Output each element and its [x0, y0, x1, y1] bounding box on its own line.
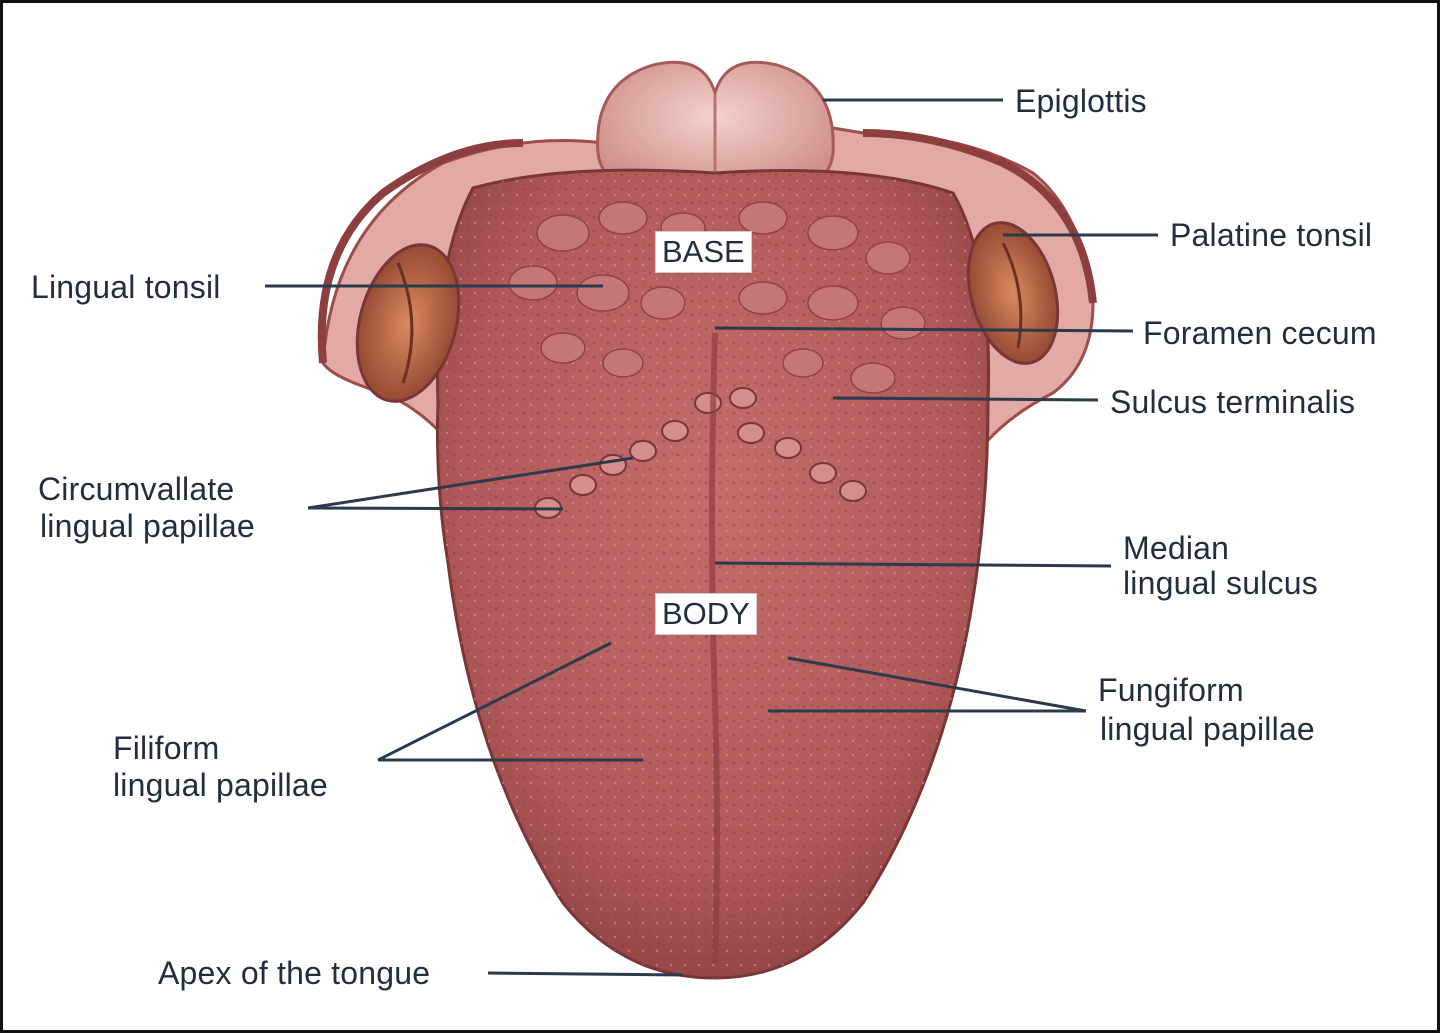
- label-fungiform-line1: Fungiform: [1098, 672, 1244, 708]
- label-sulcus-terminalis: Sulcus terminalis: [1110, 384, 1356, 420]
- leader-sulcus-terminalis: [832, 396, 1099, 402]
- leader-median-sulcus: [714, 561, 1112, 568]
- leader-fungiform-a: [787, 656, 1087, 713]
- right-fold-outer: [862, 129, 1097, 304]
- label-filiform-line1: Filiform: [113, 730, 220, 766]
- label-circumvallate-line1: Circumvallate: [38, 471, 235, 507]
- median-sulcus-groove: [709, 332, 720, 964]
- palatine-tonsil-right: [966, 221, 1060, 365]
- leader-circumvallate-b: [307, 506, 564, 511]
- label-epiglottis: Epiglottis: [1015, 83, 1147, 119]
- label-lingual-tonsil: Lingual tonsil: [31, 269, 221, 305]
- label-apex: Apex of the tongue: [158, 955, 431, 991]
- palatine-tonsil-left: [355, 243, 461, 403]
- label-fungiform-line2: lingual papillae: [1100, 711, 1315, 747]
- label-median-line1: Median: [1123, 530, 1230, 566]
- leader-circumvallate-a: [307, 456, 634, 510]
- leader-foramen-cecum: [714, 326, 1134, 333]
- label-filiform-line2: lingual papillae: [113, 767, 328, 803]
- leader-lines: [265, 98, 1158, 977]
- tongue-illustration: [265, 60, 1158, 980]
- leader-apex: [487, 971, 684, 977]
- label-circumvallate-line2: lingual papillae: [40, 508, 255, 544]
- region-body-box: BODY: [655, 593, 757, 635]
- left-fold-outer: [317, 139, 524, 364]
- label-median-line2: lingual sulcus: [1123, 565, 1318, 601]
- region-base-box: BASE: [655, 231, 752, 273]
- lingual-tonsil-bumps: [508, 201, 926, 394]
- label-foramen-cecum: Foramen cecum: [1143, 315, 1377, 351]
- circumvallate-papillae: [534, 387, 867, 519]
- leader-filiform-a: [377, 641, 612, 762]
- label-palatine-tonsil: Palatine tonsil: [1170, 217, 1373, 253]
